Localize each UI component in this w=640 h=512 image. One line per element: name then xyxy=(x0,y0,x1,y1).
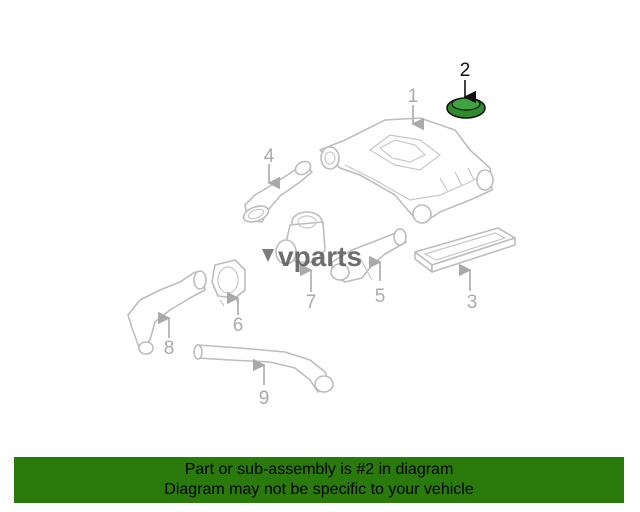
part-9-tube[interactable] xyxy=(193,344,334,393)
part-1-air-cleaner-housing[interactable] xyxy=(319,117,494,224)
callout-9[interactable]: 9 xyxy=(259,388,270,409)
watermark-text: vparts xyxy=(278,241,362,272)
callout-8[interactable]: 8 xyxy=(164,338,175,359)
callout-5[interactable]: 5 xyxy=(375,286,386,307)
part-2-seal[interactable] xyxy=(446,97,486,119)
callout-3[interactable]: 3 xyxy=(467,292,478,313)
banner-line-1: Part or sub-assembly is #2 in diagram xyxy=(184,461,454,478)
vparts-watermark: vparts xyxy=(262,241,362,272)
callout-2[interactable]: 2 xyxy=(460,60,471,81)
vparts-logo-icon xyxy=(262,249,274,262)
callout-1[interactable]: 1 xyxy=(408,86,419,107)
callout-6[interactable]: 6 xyxy=(233,315,244,336)
part-6-clamp[interactable] xyxy=(211,259,246,307)
parts-diagram: 1 2 3 4 5 6 7 8 9 vparts xyxy=(127,60,516,409)
callout-7[interactable]: 7 xyxy=(306,292,317,313)
info-banner: Part or sub-assembly is #2 in diagram Di… xyxy=(14,457,624,503)
callout-4[interactable]: 4 xyxy=(264,146,275,167)
part-3-filter-element[interactable] xyxy=(414,227,516,273)
banner-line-2: Diagram may not be specific to your vehi… xyxy=(164,481,474,498)
part-8-hose[interactable] xyxy=(127,270,207,355)
part-7-adapter[interactable] xyxy=(275,211,326,265)
